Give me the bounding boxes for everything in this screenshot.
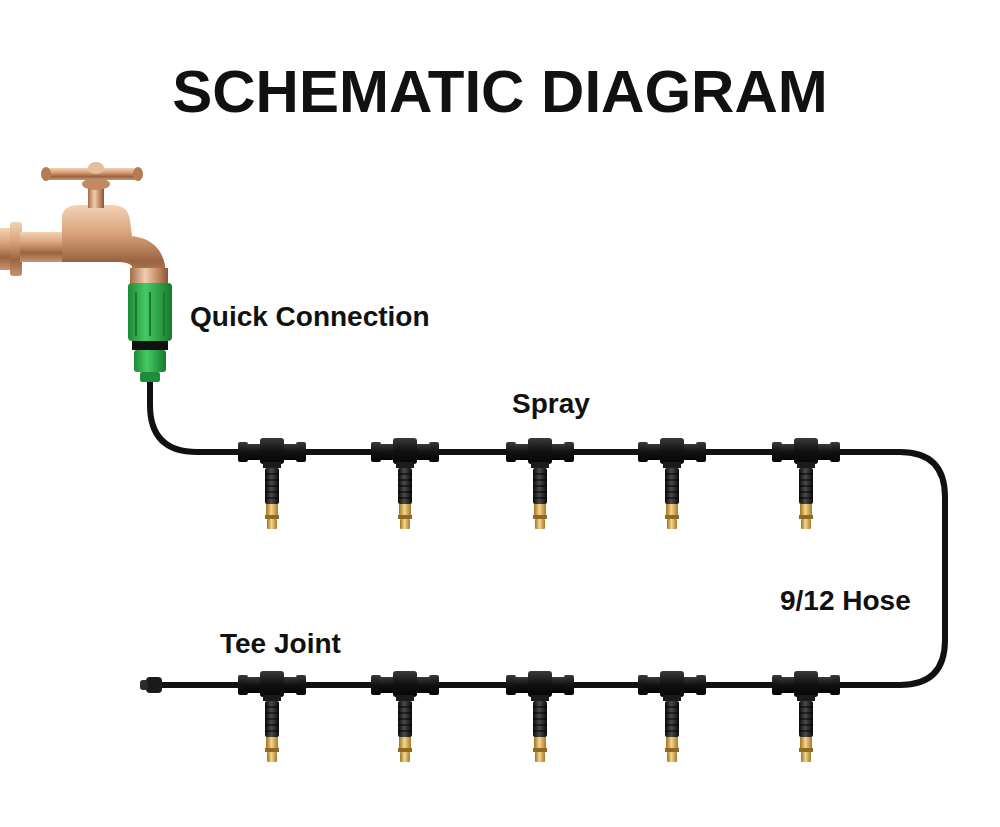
tee-nozzle	[638, 671, 706, 762]
tee-nozzle	[772, 671, 840, 762]
part-label: 9/12 Hose	[780, 584, 911, 618]
part-label: Tee Joint	[220, 627, 341, 661]
tee-nozzle	[238, 438, 306, 529]
quick-connector	[128, 283, 172, 382]
tee-nozzle	[238, 671, 306, 762]
tee-nozzle	[371, 438, 439, 529]
tee-nozzle	[506, 438, 574, 529]
faucet	[0, 162, 168, 285]
tee-nozzle	[371, 671, 439, 762]
tee-nozzle	[506, 671, 574, 762]
tee-nozzle	[772, 438, 840, 529]
tee-nozzle	[638, 438, 706, 529]
part-label: Quick Connection	[190, 300, 430, 334]
end-plug	[140, 677, 162, 693]
diagram-title: SCHEMATIC DIAGRAM	[172, 56, 828, 128]
hose	[150, 380, 945, 685]
part-label: Spray	[512, 387, 590, 421]
